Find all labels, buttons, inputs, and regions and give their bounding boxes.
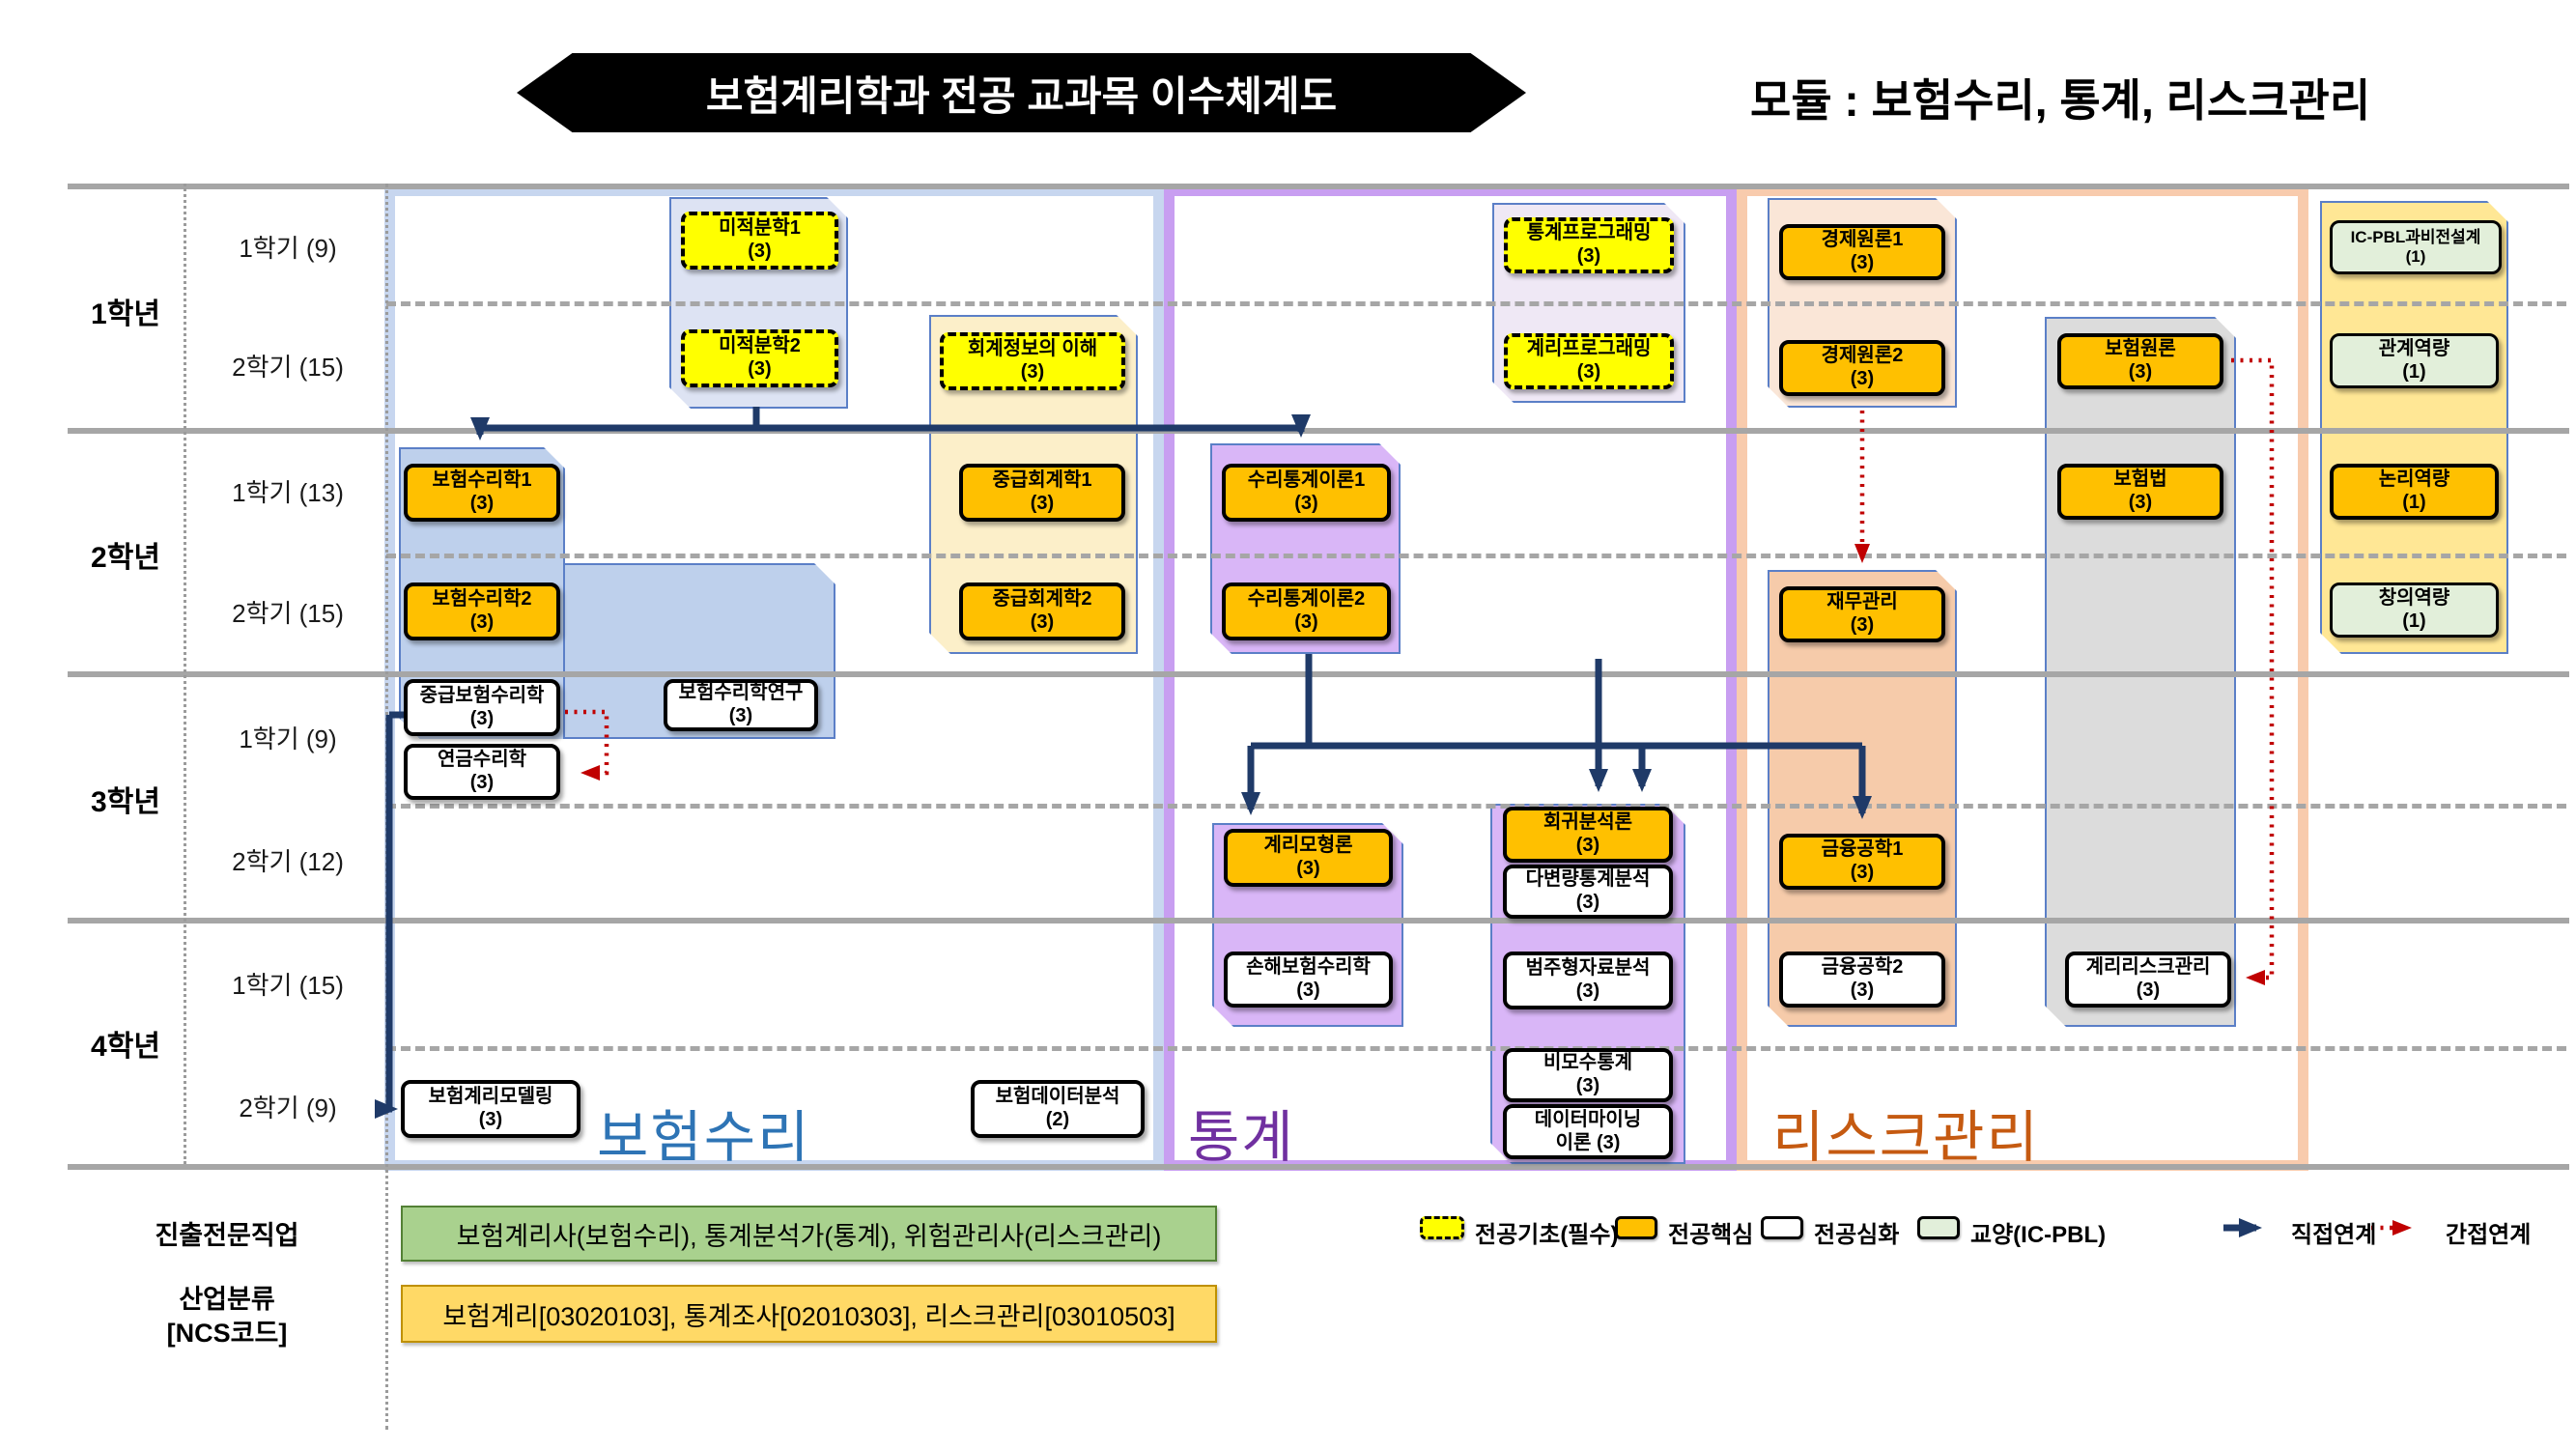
sem-3-2-label: 2학기 (12) — [232, 847, 344, 876]
title-banner: 보험계리학과 전공 교과목 이수체계도 — [517, 53, 1526, 132]
year-4-label: 4학년 — [91, 1031, 160, 1063]
course-fin-eng-1: 금융공학1(3) — [1779, 834, 1945, 890]
grid-bottom-line — [68, 1164, 2569, 1170]
grid-sem-divider-1 — [386, 301, 2566, 306]
grid-top-line — [68, 184, 2569, 189]
grid-year2-3-line — [68, 671, 2569, 677]
course-logic-competency: 논리역량(1) — [2330, 464, 2499, 520]
course-fin-eng-2: 금융공학2(3) — [1779, 952, 1945, 1008]
course-pension-math: 연금수리학(3) — [404, 744, 560, 800]
module-title: 모듈 : 보험수리, 통계, 리스크관리 — [1750, 75, 2371, 126]
grid-sem-divider-4 — [386, 1046, 2566, 1051]
course-econ-2: 경제원론2(3) — [1779, 340, 1945, 396]
course-ins-principles: 보험원론(3) — [2057, 333, 2223, 389]
course-multivariate: 다변량통계분석(3) — [1503, 865, 1673, 919]
legend-liberal-label: 교양(IC-PBL) — [1970, 1222, 2107, 1248]
course-regression: 회귀분석론(3) — [1503, 807, 1673, 863]
course-categorical: 범주형자료분석(3) — [1503, 952, 1673, 1009]
course-calculus-2: 미적분학2(3) — [681, 329, 838, 387]
course-ins-math-research: 보험수리학연구(3) — [664, 679, 818, 731]
sem-4-2-label: 2학기 (9) — [239, 1094, 337, 1122]
course-act-model: 계리모형론(3) — [1224, 829, 1393, 887]
course-math-stat-1: 수리통계이론1(3) — [1222, 464, 1391, 522]
careers-row-label: 진출전문직업 — [155, 1221, 299, 1250]
legend-advanced-swatch — [1761, 1216, 1803, 1239]
grid-year3-4-line — [68, 918, 2569, 923]
sem-4-1-label: 1학기 (15) — [232, 971, 344, 1000]
legend-basic-swatch — [1420, 1216, 1464, 1239]
legend-liberal-swatch — [1917, 1216, 1960, 1239]
region-label-statistics: 통계 — [1188, 1106, 1295, 1169]
grid-sem-divider-2 — [386, 554, 2566, 558]
grid-year-separator — [184, 184, 186, 1164]
course-econ-1: 경제원론1(3) — [1779, 224, 1945, 280]
region-label-risk: 리스크관리 — [1772, 1106, 2040, 1169]
legend-basic-label: 전공기초(필수) — [1475, 1222, 1619, 1248]
sem-2-1-label: 1학기 (13) — [232, 478, 344, 507]
course-act-modeling: 보험계리모델링(3) — [401, 1080, 580, 1138]
course-calculus-1: 미적분학1(3) — [681, 212, 838, 270]
sem-1-2-label: 2학기 (15) — [232, 353, 344, 382]
course-ins-math-2: 보험수리학2(3) — [404, 582, 560, 640]
legend-core-label: 전공핵심 — [1668, 1222, 1754, 1248]
year-3-label: 3학년 — [91, 786, 160, 818]
course-ins-math-1: 보험수리학1(3) — [404, 464, 560, 522]
course-math-stat-2: 수리통계이론2(3) — [1222, 582, 1391, 640]
sem-1-1-label: 1학기 (9) — [239, 234, 337, 263]
course-acct-mid-1: 중급회계학1(3) — [959, 464, 1125, 522]
course-act-programming: 계리프로그래밍(3) — [1504, 333, 1674, 389]
course-acct-mid-2: 중급회계학2(3) — [959, 582, 1125, 640]
course-creative-competency: 창의역량(1) — [2330, 582, 2499, 638]
legend-indirect-label: 간접연계 — [2446, 1222, 2532, 1248]
legend-direct-label: 직접연계 — [2291, 1222, 2377, 1248]
grid-year1-2-line — [68, 428, 2569, 434]
year-1-label: 1학년 — [91, 298, 160, 330]
course-icpbl-vision: IC-PBL과비전설계(1) — [2330, 220, 2502, 274]
ncs-row-label: 산업분류 [NCS코드] — [166, 1285, 288, 1349]
course-ins-data-analysis: 보험데이터분석(2) — [971, 1080, 1145, 1138]
sem-2-2-label: 2학기 (15) — [232, 599, 344, 628]
course-ins-math-mid: 중급보험수리학(3) — [404, 679, 560, 736]
legend-core-swatch — [1615, 1216, 1657, 1239]
course-ins-law: 보험법(3) — [2057, 464, 2223, 520]
sem-3-1-label: 1학기 (9) — [239, 724, 337, 753]
course-nonparametric: 비모수통계(3) — [1503, 1048, 1673, 1102]
course-stat-programming: 통계프로그래밍(3) — [1504, 217, 1674, 273]
course-relation-competency: 관계역량(1) — [2330, 333, 2499, 388]
careers-box: 보험계리사(보험수리), 통계분석가(통계), 위험관리사(리스크관리) — [401, 1206, 1217, 1262]
year-2-label: 2학년 — [91, 542, 160, 574]
region-label-insurance-math: 보험수리 — [597, 1106, 811, 1169]
group-liberal-arts — [2320, 201, 2508, 654]
course-act-risk-mgmt: 계리리스크관리(3) — [2065, 952, 2231, 1008]
ncs-box: 보험계리[03020103], 통계조사[02010303], 리스크관리[03… — [401, 1285, 1217, 1343]
course-accounting-intro: 회계정보의 이해(3) — [940, 332, 1125, 390]
page-title: 보험계리학과 전공 교과목 이수체계도 — [705, 72, 1338, 119]
course-finance-mgmt: 재무관리(3) — [1779, 586, 1945, 642]
course-nonlife-ins-math: 손해보험수리학(3) — [1224, 952, 1393, 1008]
grid-sem-divider-3 — [386, 804, 2566, 809]
legend-advanced-label: 전공심화 — [1814, 1222, 1900, 1248]
